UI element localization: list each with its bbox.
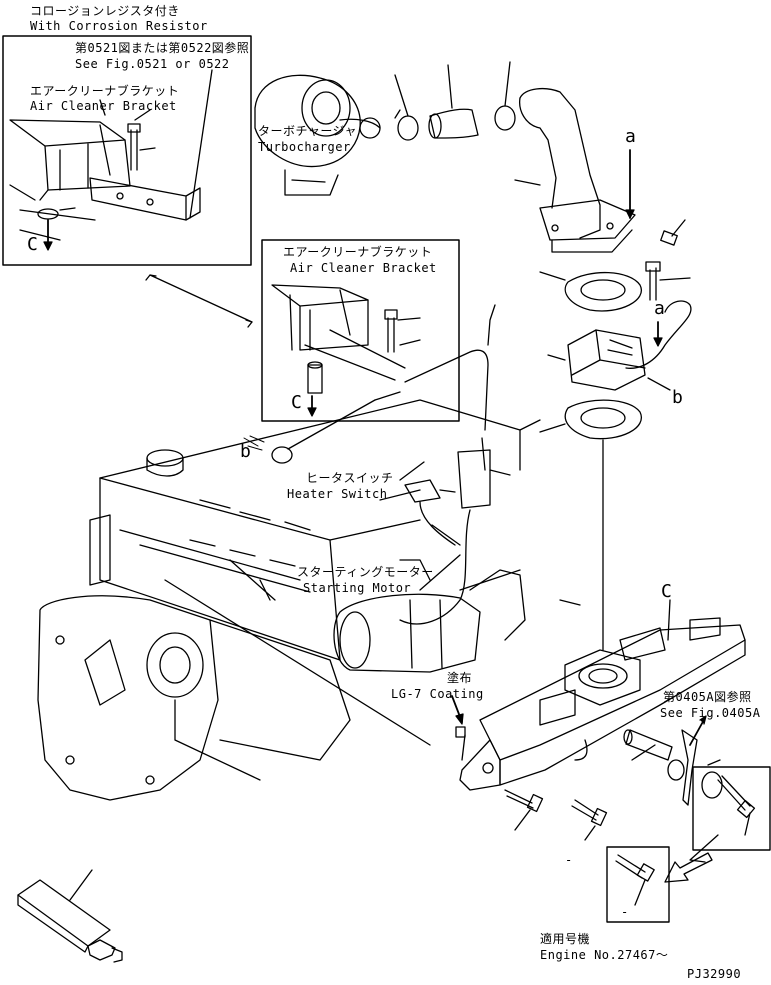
- callout-c-manifold: C: [661, 581, 673, 602]
- intake-elbow: [514, 87, 686, 253]
- callout-b-left: b: [240, 441, 252, 462]
- inset-ref-en: See Fig.0521 or 0522: [75, 57, 230, 71]
- serial-label-en: Engine No.27467～: [540, 948, 669, 962]
- turbocharger-label-en: Turbocharger: [258, 140, 351, 154]
- turbocharger-label-jp: ターボチャージャ: [258, 124, 358, 138]
- heater-assembly: [539, 261, 692, 651]
- inset-title-en: With Corrosion Resistor: [30, 19, 208, 33]
- starting-motor-label-jp: スターティングモーター: [297, 565, 434, 579]
- starting-motor-label-en: Starting Motor: [303, 581, 412, 595]
- inset-air-cleaner-bracket: [261, 239, 460, 422]
- manifold-hardware: [623, 715, 723, 806]
- inset-view-letter: C: [27, 234, 39, 255]
- manifold-bolts: [504, 789, 608, 841]
- callout-a-mid: a: [654, 298, 666, 319]
- starting-motor: [333, 559, 526, 673]
- serial-label-jp: 適用号機: [540, 932, 591, 946]
- serial-detail-box: [606, 846, 670, 923]
- heater-switch-label-jp: ヒータスイッチ: [306, 471, 394, 485]
- intake-hose-parts: [394, 61, 516, 141]
- turbocharger: [254, 74, 381, 196]
- callout-b-right: b: [672, 387, 684, 408]
- heater-harness: [404, 304, 511, 509]
- bracket-label-en: Air Cleaner Bracket: [290, 261, 437, 275]
- heater-switch: [399, 479, 471, 625]
- fig-ref-label-en: See Fig.0405A: [660, 706, 761, 720]
- engine-block: [37, 399, 521, 801]
- fig-ref-label-jp: 第0405A図参照: [663, 690, 752, 704]
- link-arrow: [145, 274, 253, 328]
- serial-dash: -: [621, 905, 629, 919]
- inset-title-jp: コロージョンレジスタ付き: [30, 4, 180, 18]
- bolt-detail-box: [689, 766, 771, 863]
- inset-bracket-jp: エアークリーナブラケット: [30, 84, 180, 98]
- intake-manifold: [451, 599, 746, 791]
- tool: [17, 869, 123, 963]
- heater-switch-label-en: Heater Switch: [287, 487, 388, 501]
- coating-label-en: LG-7 Coating: [391, 687, 484, 701]
- manifold-dash: -: [565, 853, 573, 867]
- inset-bracket-en: Air Cleaner Bracket: [30, 99, 177, 113]
- drawing-number: PJ32990: [687, 967, 742, 981]
- bracket-label-jp: エアークリーナブラケット: [283, 245, 433, 259]
- coating-label-jp: 塗布: [447, 671, 473, 685]
- callout-a-top: a: [625, 126, 637, 147]
- transfer-arrow: [664, 852, 713, 883]
- inset-ref-jp: 第0521図または第0522図参照: [75, 41, 250, 55]
- bracket-view-letter: C: [291, 392, 303, 413]
- inset-corrosion-resistor: [2, 35, 252, 266]
- callout-b-left: [243, 391, 401, 464]
- leader-lines: [229, 419, 541, 601]
